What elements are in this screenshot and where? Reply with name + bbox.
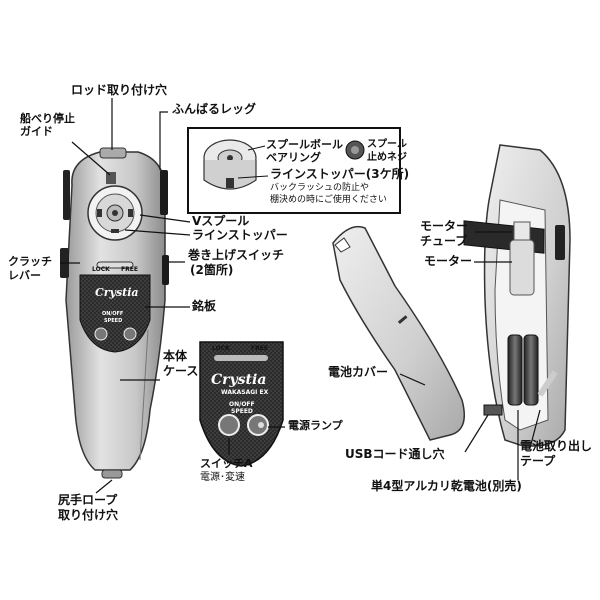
motor-housing [463, 144, 571, 447]
main-free-text: FREE [121, 266, 138, 273]
label-battery-tape-line2: テープ [520, 454, 556, 468]
speed-button-main [123, 327, 137, 341]
main-on-off-text: ON/OFF [102, 311, 124, 317]
label-clutch-line1: クラッチ [8, 255, 52, 268]
label-spool-bearing-line1: スプールボール [266, 138, 343, 151]
main-lock-text: LOCK [92, 266, 110, 273]
label-line-stopper: ラインストッパー [192, 228, 288, 242]
label-v-spool: Vスプール [192, 214, 250, 228]
battery-1 [507, 334, 523, 406]
closeup-brand-text: Crystia [211, 372, 267, 388]
label-winding-switch-line1: 巻き上げスイッチ [188, 248, 285, 262]
label-spool-bearing-line2: ベアリング [266, 151, 321, 164]
label-winding-switch-line2: (2箇所) [190, 263, 234, 277]
label-spool-screw-line1: スプール [367, 139, 407, 150]
closeup-model-text: WAKASAGI EX [221, 389, 269, 396]
edge-guide-shape [106, 172, 116, 184]
spool-center [112, 210, 118, 216]
label-nameplate: 銘板 [192, 299, 217, 313]
main-speed-text: SPEED [104, 318, 123, 324]
label-motor-tube-line1: モーター [420, 219, 469, 233]
label-power-lamp: 電源ランプ [288, 419, 343, 432]
label-switch-a-line1: スイッチA [200, 457, 253, 470]
label-battery-tape-line1: 電池取り出し [520, 439, 593, 453]
label-motor: モーター [424, 254, 473, 268]
label-line-stopper-inset: ラインストッパー(3ケ所) [270, 167, 410, 181]
brace-leg-shape [160, 170, 168, 215]
label-edge-guide-line2: ガイド [20, 125, 53, 138]
label-inset-note-line2: 棚決めの時にご使用ください [270, 195, 387, 205]
label-tail-rope-line2: 取り付け穴 [58, 508, 119, 522]
main-brand-text: Crystia [95, 286, 139, 299]
spool-inset [187, 127, 401, 214]
label-motor-tube-line2: チューブ [420, 234, 468, 248]
closeup-lock-text: LOCK [212, 345, 230, 352]
label-spool-screw-line2: 止めネジ [367, 152, 407, 163]
battery-tape-shape [537, 370, 558, 397]
battery-cover [332, 225, 465, 441]
battery-2 [523, 334, 539, 406]
lock-free-slider [96, 261, 134, 269]
power-button-main [94, 327, 108, 341]
label-brace-leg: ふんばるレッグ [172, 102, 257, 116]
label-tail-rope-line1: 尻手ロープ [58, 493, 118, 507]
closeup-free-text: FREE [251, 345, 268, 352]
winding-switch-shape [162, 255, 169, 285]
usb-hole-shape [483, 404, 503, 416]
label-inset-note-line1: バックラッシュの防止や [270, 183, 370, 193]
motor-shape [509, 239, 535, 296]
closeup-on-off-text: ON/OFF [229, 401, 255, 408]
label-battery: 単4型アルカリ乾電池(別売) [371, 479, 522, 493]
battery-cover-shape [332, 225, 465, 441]
switch-panel-closeup [199, 341, 284, 467]
closeup-speed-text: SPEED [231, 408, 253, 415]
label-rod-hole: ロッド取り付け穴 [71, 83, 168, 97]
label-clutch-line2: レバー [8, 269, 41, 282]
label-edge-guide-line1: 船べり停止 [20, 112, 75, 125]
rod-hole-shape [99, 147, 127, 159]
closeup-power-button [218, 414, 240, 436]
label-body-case-line2: ケース [163, 364, 199, 378]
label-switch-a-line2: 電源･変速 [200, 472, 245, 483]
label-body-case-line1: 本体 [163, 349, 188, 363]
tail-rope-hole [101, 469, 123, 479]
leader-lines [60, 98, 541, 494]
side-rib [63, 170, 70, 220]
label-usb-hole: USBコード通し穴 [345, 447, 445, 461]
label-battery-cover: 電池カバー [328, 365, 389, 379]
